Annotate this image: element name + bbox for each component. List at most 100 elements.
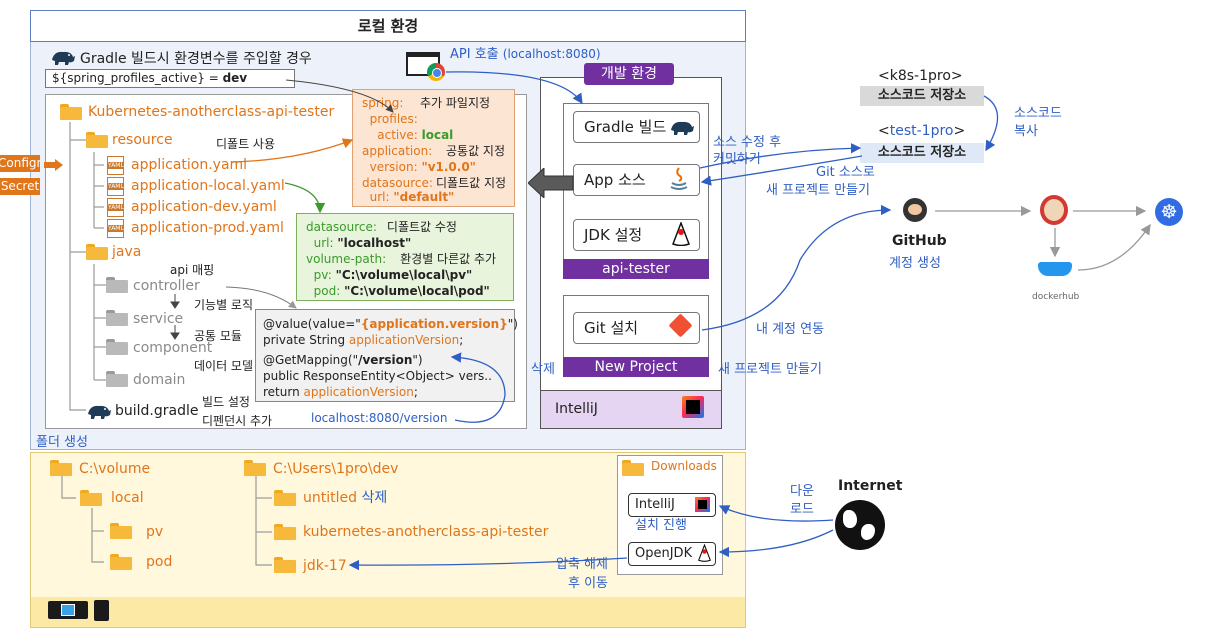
package-folder-icon <box>106 371 128 387</box>
package-folder-icon <box>106 277 128 293</box>
gradle-elephant-icon <box>88 405 111 419</box>
yaml-file-icon: YAML <box>107 177 124 196</box>
api-call-label: API 호출 (localhost:8080) <box>450 47 601 62</box>
build-gradle-label: build.gradle <box>115 403 199 419</box>
project-folder-icon <box>274 524 296 540</box>
code-line: @GetMapping("/version") <box>263 353 423 367</box>
yaml-note: 디폴트값 지정 <box>436 176 507 190</box>
folder-panel-footer <box>31 597 745 627</box>
api-tester-bar: api-tester <box>563 259 709 279</box>
copy-note: 복사 <box>1014 124 1038 139</box>
yaml-line: pod: "C:\volume\local\pod" <box>306 284 490 298</box>
yaml-file-dev: application-dev.yaml <box>131 199 277 215</box>
folder-tree-lines <box>61 476 272 566</box>
package-controller: controller <box>133 278 200 294</box>
gradle-elephant-icon <box>671 121 694 135</box>
resource-folder-icon <box>86 132 108 148</box>
tower-icon <box>94 600 109 621</box>
download-note: 로드 <box>790 502 814 517</box>
docker-icon <box>1038 262 1072 276</box>
code-line: return applicationVersion; <box>263 385 418 399</box>
local-folder-icon <box>80 490 102 506</box>
yaml-file-local: application-local.yaml <box>131 178 285 194</box>
note-common-module: 공통 모듈 <box>194 329 242 343</box>
jdk-folder-icon <box>274 557 296 573</box>
github-note: 계정 생성 <box>889 256 941 271</box>
folder-pod: pod <box>146 554 173 570</box>
tree-lines <box>69 122 180 411</box>
pv-folder-icon <box>110 523 132 539</box>
downloads-label: Downloads <box>651 459 717 473</box>
local-yaml-box <box>296 213 514 301</box>
kubernetes-icon: ☸ <box>1155 198 1183 226</box>
yaml-line: volume-path:환경별 다른값 추가 <box>306 252 497 266</box>
spring-env-var: ${spring_profiles_active} = dev <box>45 69 295 88</box>
folder-jdk: jdk-17 <box>303 558 347 574</box>
commit-note: 소스 수정 후 <box>713 135 782 150</box>
yaml-file-icon: YAML <box>107 198 124 217</box>
repo-k8s-name: <k8s-1pro> <box>878 68 963 84</box>
dockerhub-label: dockerhub <box>1032 292 1080 302</box>
yaml-file-application: application.yaml <box>131 157 248 173</box>
duke-icon <box>698 544 711 562</box>
github-label: GitHub <box>892 233 947 249</box>
yaml-line: datasource:디폴트값 수정 <box>306 220 457 234</box>
left-arrow-icon <box>528 168 574 198</box>
folder-untitled: untitled 삭제 <box>303 490 388 506</box>
yaml-line: pv: "C:\volume\local\pv" <box>306 268 473 282</box>
package-folder-icon <box>106 310 128 326</box>
delete-note: 삭제 <box>531 362 555 377</box>
yaml-note: 공통값 지정 <box>446 144 506 158</box>
jdk-settings-item[interactable]: JDK 설정 <box>573 219 700 251</box>
jenkins-face <box>1044 199 1064 221</box>
volume-folder-icon <box>50 460 72 476</box>
chrome-icon-center <box>432 68 442 78</box>
dev-folder-icon <box>244 460 266 476</box>
gradle-elephant-icon <box>52 51 75 65</box>
new-project-note: 새 프로젝트 만들기 <box>718 362 822 377</box>
java-icon <box>670 167 688 190</box>
yaml-line: active: local <box>362 128 454 142</box>
folder-volume: C:\volume <box>79 461 151 477</box>
repo-test-name: <test-1pro> <box>878 123 966 139</box>
package-service: service <box>133 311 184 327</box>
duke-icon <box>672 222 690 246</box>
new-project-bar: New Project <box>563 357 709 377</box>
folder-dev-root: C:\Users\1pro\dev <box>273 461 399 477</box>
copy-note: 소스코드 <box>1014 106 1062 121</box>
internet-label: Internet <box>838 478 903 494</box>
yaml-line: profiles: <box>362 112 418 126</box>
intellij-name: IntelliJ <box>555 401 598 417</box>
untitled-folder-icon <box>274 490 296 506</box>
version-url[interactable]: localhost:8080/version <box>311 411 448 425</box>
project-root-label: Kubernetes-anotherclass-api-tester <box>88 104 335 120</box>
code-line: @value(value="{application.version}") <box>263 317 518 331</box>
java-folder-label: java <box>112 244 142 260</box>
unzip-note: 후 이동 <box>568 576 609 591</box>
repo-test: 소스코드 저장소 <box>860 143 984 163</box>
pod-folder-icon <box>110 554 132 570</box>
note-add-dependency: 디펜던시 추가 <box>202 414 273 428</box>
yaml-line: application: <box>362 144 433 158</box>
yaml-line: url: "default" <box>362 190 455 204</box>
yaml-line: url: "localhost" <box>306 236 412 250</box>
package-domain: domain <box>133 372 186 388</box>
yaml-line: datasource: <box>362 176 433 190</box>
code-line: public ResponseEntity<Object> vers.. <box>263 369 492 383</box>
download-note: 다운 <box>790 484 814 499</box>
package-component: component <box>133 340 213 356</box>
repo-k8s: 소스코드 저장소 <box>860 86 984 106</box>
yaml-file-icon: YAML <box>107 219 124 238</box>
account-link-note: 내 계정 연동 <box>756 322 825 337</box>
downloads-folder-icon <box>622 460 644 476</box>
note-data-model: 데이터 모델 <box>194 359 254 373</box>
java-folder-icon <box>86 244 108 260</box>
page-title: 로컬 환경 <box>357 17 419 35</box>
git-source-note: 새 프로젝트 만들기 <box>766 183 870 198</box>
internet-globe-icon <box>835 500 885 550</box>
yaml-line: version: "v1.0.0" <box>362 160 476 174</box>
yaml-file-icon: YAML <box>107 156 124 175</box>
configmap-badge: Configmap <box>0 155 40 172</box>
resource-folder-label: resource <box>112 132 173 148</box>
dev-env-badge: 개발 환경 <box>584 63 674 85</box>
